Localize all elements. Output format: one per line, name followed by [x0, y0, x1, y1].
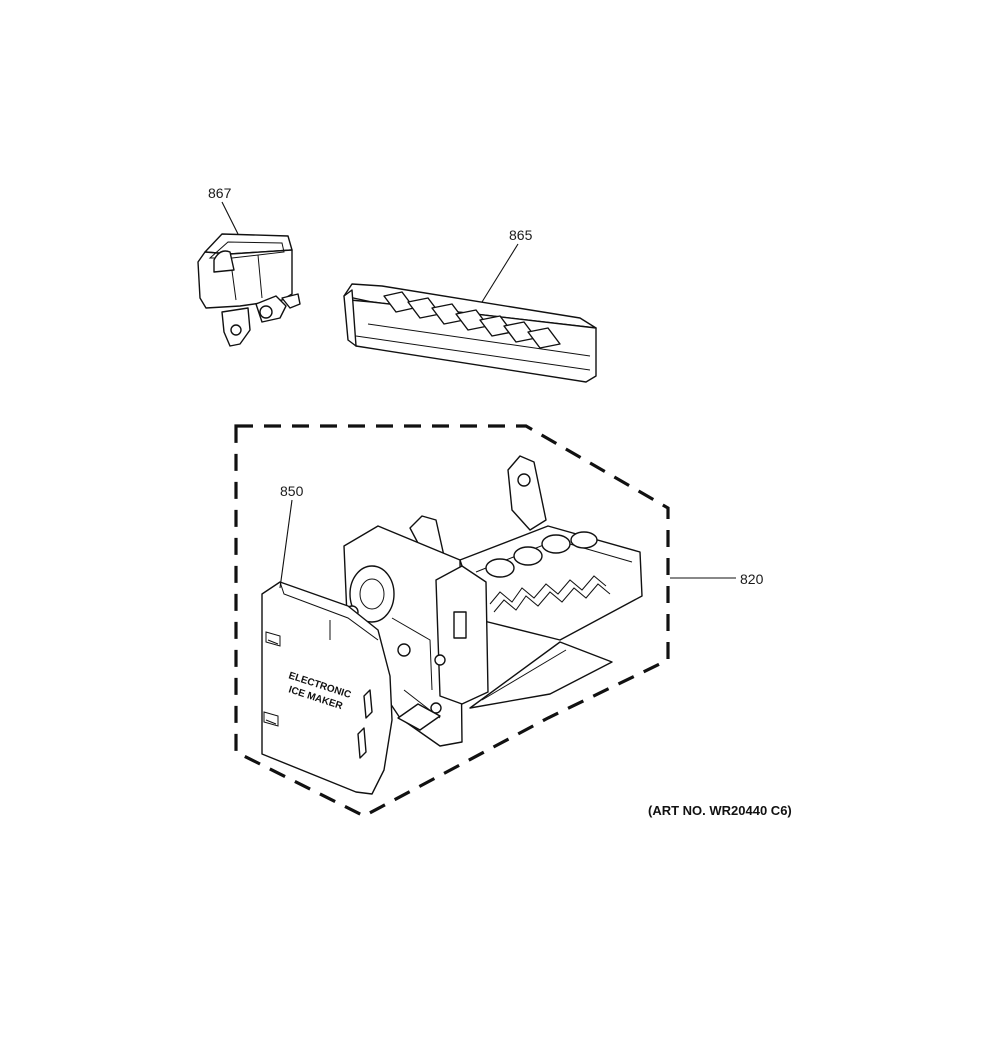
leader-867 [221, 201, 239, 235]
part-820-ice-maker-assembly[interactable] [343, 455, 643, 747]
tray-fins [383, 291, 561, 349]
art-number: (ART NO. WR20440 C6) [648, 803, 792, 818]
callout-850[interactable]: 850 [280, 483, 304, 499]
assembly-820-outline [234, 424, 670, 818]
leader-865 [481, 243, 519, 303]
part-850-front-cover[interactable]: ELECTRONIC ICE MAKER [261, 581, 393, 795]
cover-icon-bottom [263, 711, 279, 727]
part-865-tray[interactable] [343, 283, 597, 383]
callout-865[interactable]: 865 [509, 227, 533, 243]
leader-850 [279, 499, 293, 589]
callout-820[interactable]: 820 [740, 571, 764, 587]
part-867-bracket[interactable] [197, 233, 301, 347]
callout-867[interactable]: 867 [208, 185, 232, 201]
mold-cavities [485, 531, 598, 578]
cover-icon-top [265, 631, 281, 647]
